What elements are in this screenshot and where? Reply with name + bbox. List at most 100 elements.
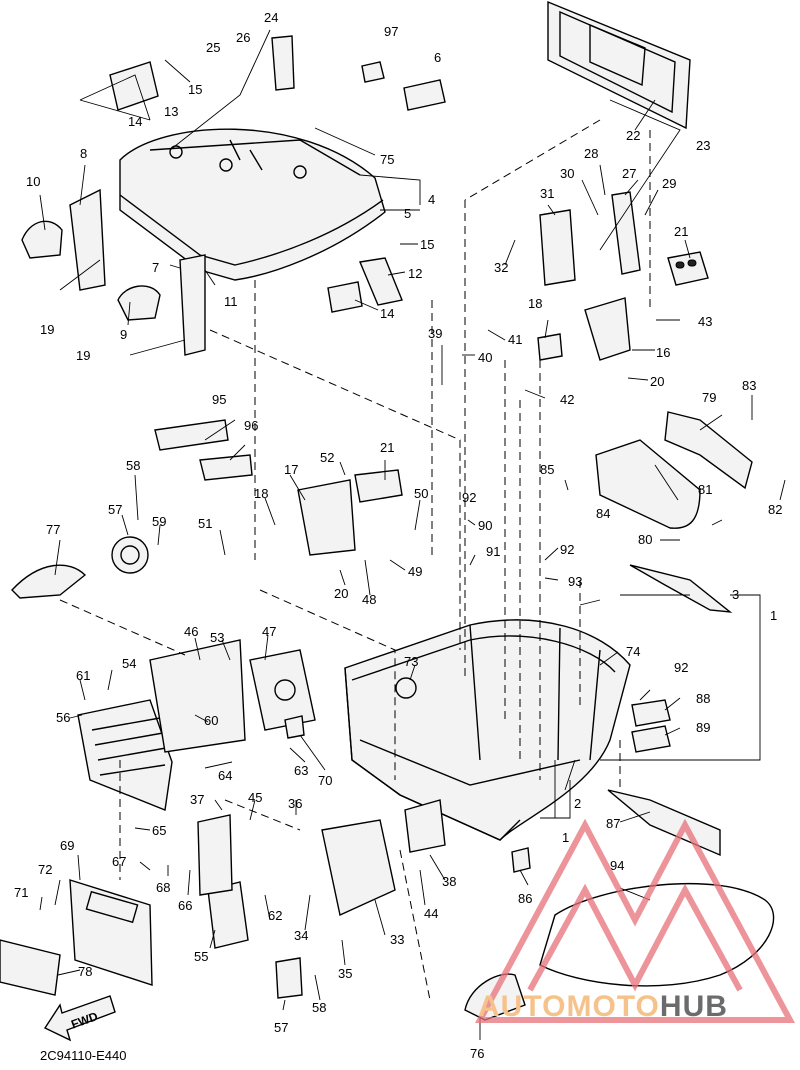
lid-assembly — [119, 128, 386, 281]
callout-79: 79 — [702, 390, 716, 405]
callout-61: 61 — [76, 668, 90, 683]
callout-19b: 19 — [76, 348, 90, 363]
callout-13: 13 — [164, 104, 178, 119]
callout-63: 63 — [294, 763, 308, 778]
callout-21a: 21 — [674, 224, 688, 239]
callout-95: 95 — [212, 392, 226, 407]
callout-52: 52 — [320, 450, 334, 465]
watermark-logo-icon — [474, 818, 796, 1023]
callout-57a: 57 — [108, 502, 122, 517]
callout-81: 81 — [698, 482, 712, 497]
callout-55: 55 — [194, 949, 208, 964]
callout-11: 11 — [224, 294, 238, 309]
callout-14a: 14 — [128, 114, 142, 129]
callout-90: 90 — [478, 518, 492, 533]
watermark-brand-part1: AUTOMOTO — [478, 990, 660, 1023]
small-parts — [0, 35, 775, 1021]
callout-39: 39 — [428, 326, 442, 341]
diagram-code: 2C94110-E440 — [40, 1048, 127, 1063]
callout-21b: 21 — [380, 440, 394, 455]
callout-6: 6 — [434, 50, 441, 65]
callout-45: 45 — [248, 790, 262, 805]
callout-66: 66 — [178, 898, 192, 913]
callout-4: 4 — [428, 192, 435, 207]
callout-37: 37 — [190, 792, 204, 807]
callout-92b: 92 — [560, 542, 574, 557]
callout-40: 40 — [478, 350, 492, 365]
callout-22: 22 — [626, 128, 640, 143]
callout-51: 51 — [198, 516, 212, 531]
callout-92c: 92 — [674, 660, 688, 675]
callout-42: 42 — [560, 392, 574, 407]
callout-57b: 57 — [274, 1020, 288, 1035]
callout-31: 31 — [540, 186, 554, 201]
callout-8: 8 — [80, 146, 87, 161]
callout-18b: 18 — [254, 486, 268, 501]
callout-28: 28 — [584, 146, 598, 161]
callout-41: 41 — [508, 332, 522, 347]
callout-69: 69 — [60, 838, 74, 853]
callout-64: 64 — [218, 768, 232, 783]
callout-44: 44 — [424, 906, 438, 921]
callout-92a: 92 — [462, 490, 476, 505]
callout-48: 48 — [362, 592, 376, 607]
callout-24: 24 — [264, 10, 278, 25]
callout-59: 59 — [152, 514, 166, 529]
callout-94: 94 — [610, 858, 624, 873]
reflector-panel — [547, 0, 691, 130]
callout-88: 88 — [696, 691, 710, 706]
callout-80: 80 — [638, 532, 652, 547]
callout-20b: 20 — [334, 586, 348, 601]
callout-43: 43 — [698, 314, 712, 329]
callout-1a: 1 — [770, 608, 777, 623]
callout-labels: 24 26 25 97 6 15 13 14 75 8 10 4 5 15 7 … — [14, 10, 782, 1061]
callout-20a: 20 — [650, 374, 664, 389]
callout-58b: 58 — [312, 1000, 326, 1015]
callout-67: 67 — [112, 854, 126, 869]
callout-15a: 15 — [188, 82, 202, 97]
case-body — [344, 619, 631, 841]
callout-23: 23 — [696, 138, 710, 153]
callout-18a: 18 — [528, 296, 542, 311]
callout-56: 56 — [56, 710, 70, 725]
callout-77: 77 — [46, 522, 60, 537]
callout-25: 25 — [206, 40, 220, 55]
leader-lines — [39, 29, 786, 1040]
callout-1b: 1 — [562, 830, 569, 845]
callout-14b: 14 — [380, 306, 394, 321]
callout-72: 72 — [38, 862, 52, 877]
callout-3: 3 — [732, 587, 739, 602]
callout-50: 50 — [414, 486, 428, 501]
callout-93: 93 — [568, 574, 582, 589]
callout-58a: 58 — [126, 458, 140, 473]
callout-89: 89 — [696, 720, 710, 735]
callout-70: 70 — [318, 773, 332, 788]
callout-46: 46 — [184, 624, 198, 639]
callout-32: 32 — [494, 260, 508, 275]
callout-96: 96 — [244, 418, 258, 433]
callout-26: 26 — [236, 30, 250, 45]
callout-9: 9 — [120, 327, 127, 342]
callout-29: 29 — [662, 176, 676, 191]
callout-84: 84 — [596, 506, 610, 521]
callout-49: 49 — [408, 564, 422, 579]
callout-74: 74 — [626, 644, 640, 659]
callout-73: 73 — [404, 654, 418, 669]
callout-36: 36 — [288, 796, 302, 811]
callout-97: 97 — [384, 24, 398, 39]
assembly-lines — [59, 99, 681, 1001]
callout-54: 54 — [122, 656, 136, 671]
callout-33: 33 — [390, 932, 404, 947]
callout-78: 78 — [78, 964, 92, 979]
callout-7: 7 — [152, 260, 159, 275]
watermark-brand-text: AUTOMOTOHUB — [478, 990, 728, 1024]
callout-5: 5 — [404, 206, 411, 221]
callout-85: 85 — [540, 462, 554, 477]
callout-2: 2 — [574, 796, 581, 811]
callout-15b: 15 — [420, 237, 434, 252]
callout-38: 38 — [442, 874, 456, 889]
callout-76: 76 — [470, 1046, 484, 1061]
callout-35: 35 — [338, 966, 352, 981]
callout-30: 30 — [560, 166, 574, 181]
